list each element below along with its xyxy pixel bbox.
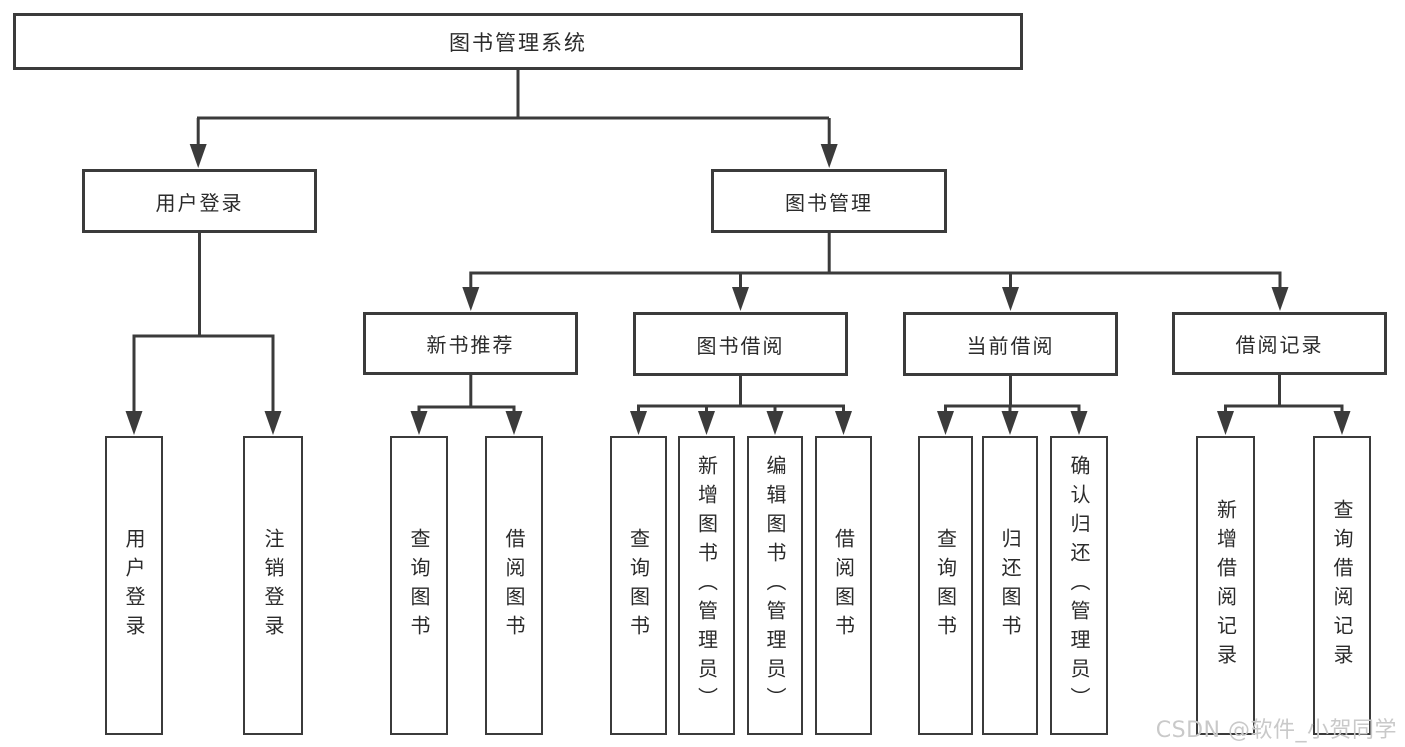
leaf-br-query-record: 查询借阅记录 xyxy=(1313,436,1371,735)
watermark: CSDN @软件_小贺同学 xyxy=(1155,718,1397,743)
leaf-cb-query-books: 查询图书 xyxy=(918,436,973,735)
leaf-br-add-record: 新增借阅记录 xyxy=(1196,436,1255,735)
leaf-nb-query-books: 查询图书 xyxy=(390,436,448,735)
node-user-login: 用户登录 xyxy=(82,169,317,233)
leaf-bb-add-books-admin: 新增图书（管理员） xyxy=(678,436,735,735)
node-book-borrowing: 图书借阅 xyxy=(633,312,848,376)
leaf-cb-confirm-return-admin: 确认归还（管理员） xyxy=(1050,436,1108,735)
arrowheads xyxy=(125,144,1351,435)
leaf-user-login: 用户登录 xyxy=(105,436,163,735)
leaf-bb-query-books: 查询图书 xyxy=(610,436,667,735)
node-book-management: 图书管理 xyxy=(711,169,947,233)
node-borrowing-records: 借阅记录 xyxy=(1172,312,1387,375)
leaf-cb-return-books: 归还图书 xyxy=(982,436,1038,735)
node-current-borrowing: 当前借阅 xyxy=(903,312,1118,376)
node-new-book-recommend: 新书推荐 xyxy=(363,312,578,375)
leaf-bb-borrow-books: 借阅图书 xyxy=(815,436,872,735)
leaf-logout: 注销登录 xyxy=(243,436,303,735)
node-library-management-system: 图书管理系统 xyxy=(13,13,1023,70)
connector-stems xyxy=(132,70,1344,423)
leaf-bb-edit-books-admin: 编辑图书（管理员） xyxy=(747,436,803,735)
leaf-nb-borrow-books: 借阅图书 xyxy=(485,436,543,735)
